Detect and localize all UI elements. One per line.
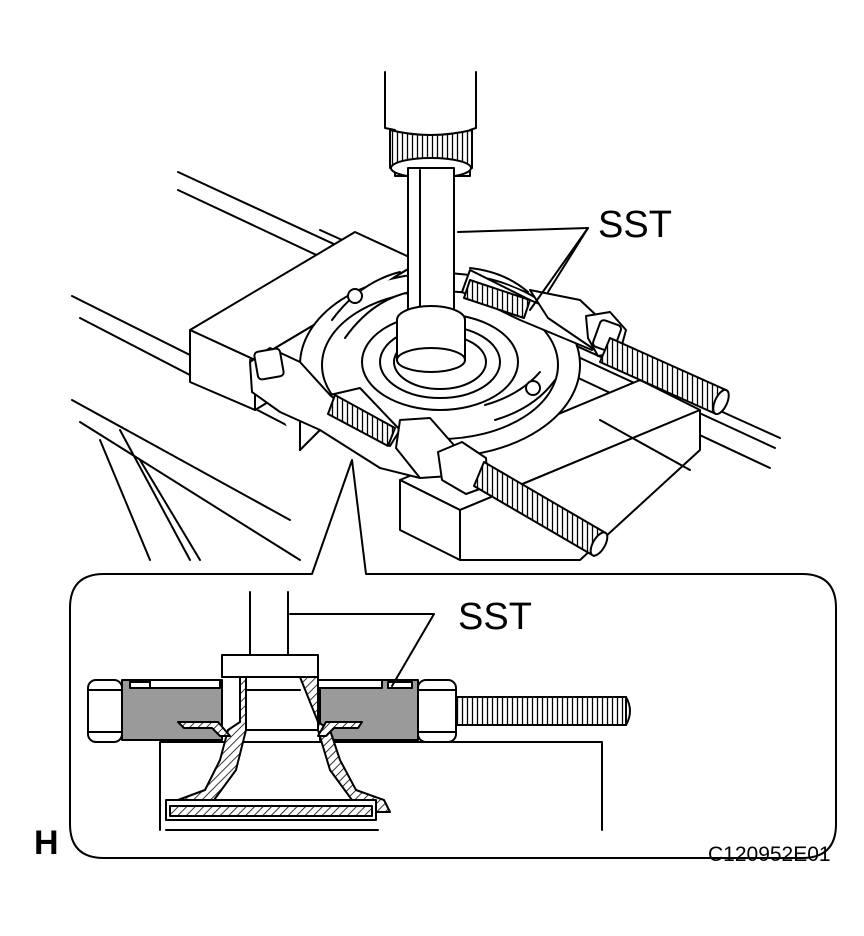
figure-code: C120952E01 [708,843,831,866]
press-ram [384,71,477,373]
view-letter: H [34,824,59,862]
sst-leader-top [457,227,589,311]
threaded-bolt-upper [599,337,730,416]
threaded-bolt-lower [473,461,609,557]
inset-section [87,591,631,831]
sst-label-main: SST [598,204,672,246]
callout-bubble [69,459,837,859]
threaded-bolt-rear [327,279,531,447]
sst-label-inset: SST [458,596,532,638]
